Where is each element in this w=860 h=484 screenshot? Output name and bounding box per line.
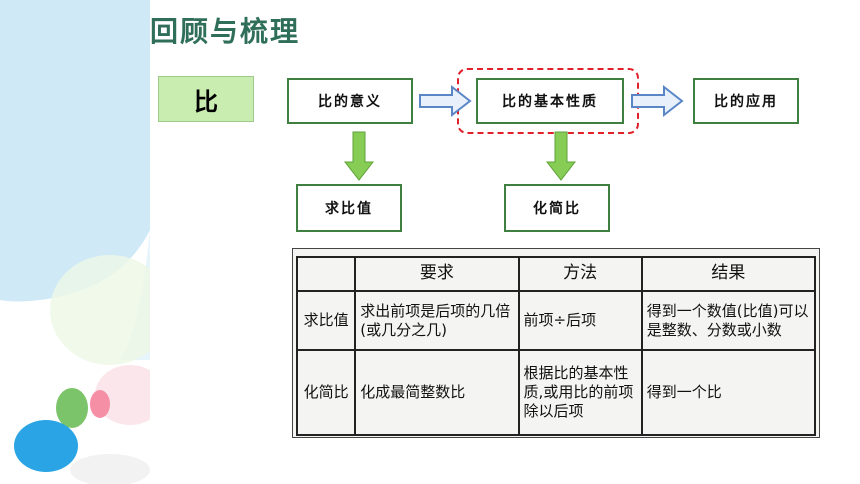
table-row: 求比值 求出前项是后项的几倍(或几分之几) 前项÷后项 得到一个数值(比值)可以… (295, 289, 817, 352)
cell-requirement: 化成最简整数比 (354, 349, 520, 436)
table-header-row: 要求 方法 结果 (295, 256, 817, 292)
node-meaning: 比的意义 (287, 78, 413, 124)
cell-requirement: 求出前项是后项的几倍(或几分之几) (354, 289, 520, 352)
root-node-ratio: 比 (158, 76, 254, 122)
row-label: 求比值 (295, 289, 357, 352)
header-empty (295, 256, 357, 292)
header-result: 结果 (640, 256, 817, 292)
arrow-right-icon (631, 84, 684, 118)
node-simplify-ratio: 化简比 (504, 184, 610, 232)
cell-result: 得到一个数值(比值)可以是整数、分数或小数 (640, 289, 817, 352)
decorative-background (0, 0, 150, 484)
cell-result: 得到一个比 (640, 349, 817, 436)
arrow-down-icon (545, 131, 577, 181)
header-method: 方法 (517, 256, 643, 292)
table-row: 化简比 化成最简整数比 根据比的基本性质,或用比的前项除以后项 得到一个比 (295, 349, 817, 436)
cell-method: 前项÷后项 (517, 289, 643, 352)
header-requirement: 要求 (354, 256, 520, 292)
page-title: 回顾与梳理 (150, 15, 301, 48)
node-application: 比的应用 (693, 78, 799, 124)
node-find-ratio-value: 求比值 (296, 184, 402, 232)
cell-method: 根据比的基本性质,或用比的前项除以后项 (517, 349, 643, 436)
node-basic-property: 比的基本性质 (476, 78, 624, 124)
arrow-down-icon (343, 131, 375, 181)
row-label: 化简比 (295, 349, 357, 436)
handwritten-summary-table: 要求 方法 结果 求比值 求出前项是后项的几倍(或几分之几) 前项÷后项 得到一… (292, 248, 820, 438)
arrow-right-icon (419, 84, 472, 118)
